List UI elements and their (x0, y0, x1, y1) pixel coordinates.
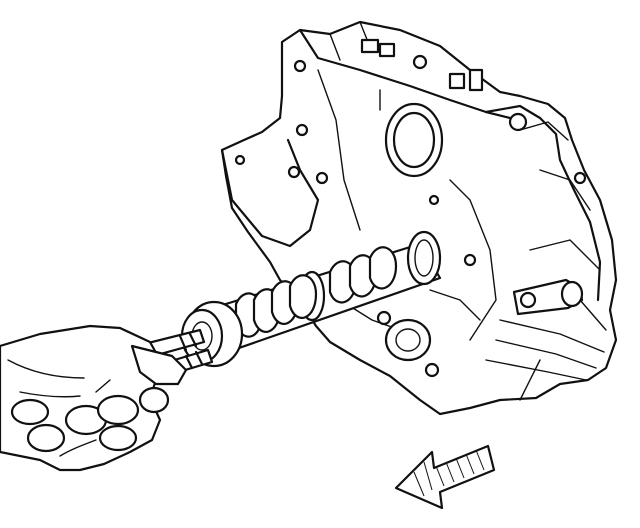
hand-thumb (130, 344, 188, 386)
bolt-head (378, 42, 396, 58)
mount-hole (424, 362, 440, 378)
arrow-hatching (413, 449, 485, 497)
fitting (519, 291, 537, 309)
bolt-head (412, 54, 428, 70)
fitting (508, 112, 528, 132)
mount-hole (376, 310, 392, 326)
mount-hole (287, 165, 301, 179)
camshaft-journal (406, 230, 442, 286)
top-bolts (360, 38, 484, 92)
mount-hole (293, 59, 307, 73)
mount-hole (295, 123, 309, 137)
finger (26, 423, 66, 453)
lower-bore (384, 318, 432, 362)
engine-block (220, 20, 618, 416)
cylinder-head-right (484, 104, 602, 302)
hand (0, 324, 188, 472)
bolt-head (468, 68, 484, 92)
left-flange (220, 138, 320, 248)
arrow-outline (394, 444, 496, 510)
mount-hole (463, 253, 477, 267)
direction-arrow (394, 444, 496, 510)
mount-hole (234, 154, 246, 166)
bolt-head (360, 38, 380, 54)
finger (98, 424, 138, 452)
bolt-head (448, 72, 466, 90)
mount-hole (428, 194, 440, 206)
mount-hole (315, 171, 329, 185)
finger (10, 398, 50, 426)
finger (138, 386, 170, 414)
fitting (573, 171, 587, 185)
finger (96, 394, 140, 426)
